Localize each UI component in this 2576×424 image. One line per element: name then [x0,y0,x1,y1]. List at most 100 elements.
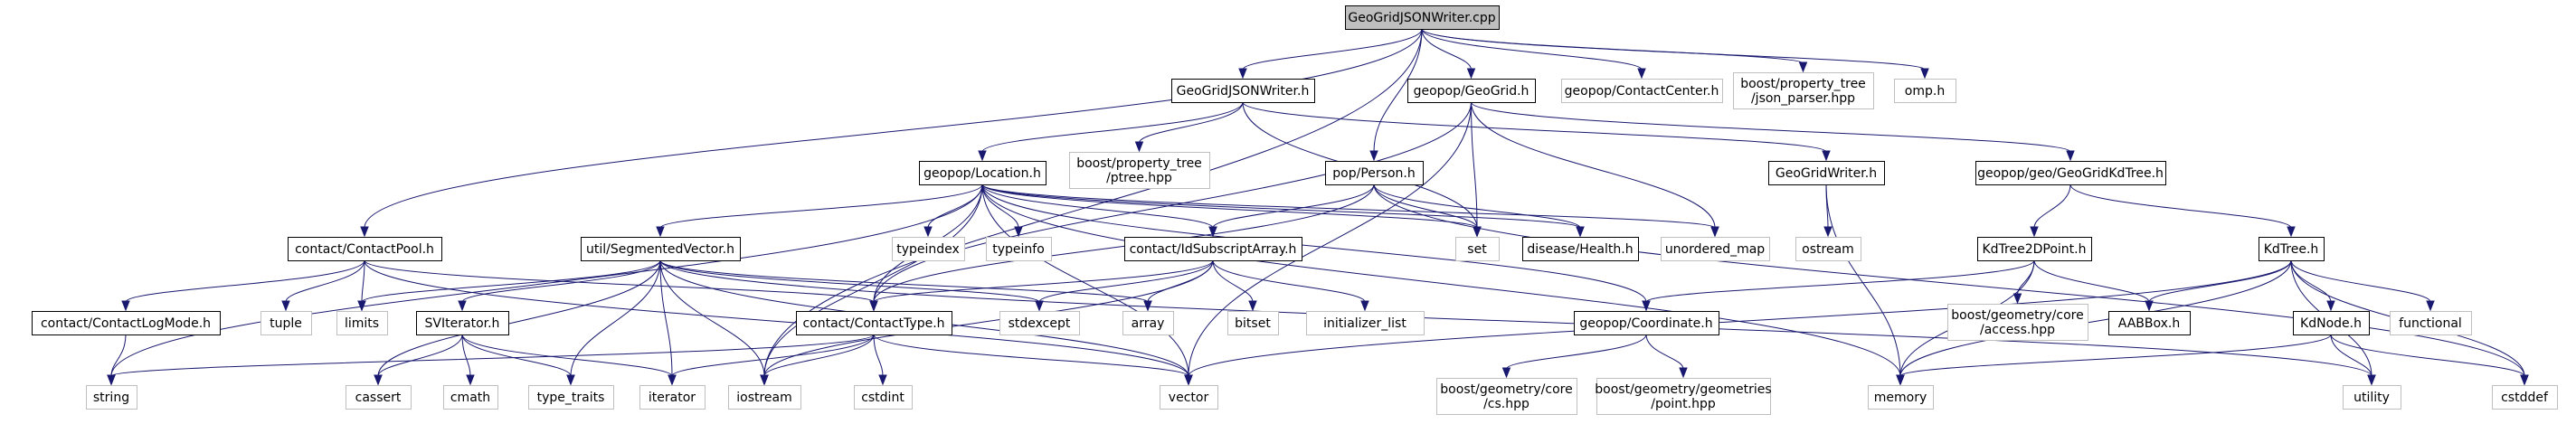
edge-location-h-to-iostream [763,184,983,377]
edge-location-h-to-vector [981,184,1189,377]
edge-segmented-vector-h-to-utility [659,259,2372,377]
edge-id-subscript-array-h-to-stdexcept [1038,259,1214,303]
node-contact-pool-h[interactable]: contact/ContactPool.h [288,237,442,261]
node-box [1227,311,1279,335]
node-box [416,311,509,335]
edge-geo-grid-h-to-vector [1188,101,1472,377]
edge-segmented-vector-h-to-sviterator-h [461,259,661,303]
node-box [1124,237,1302,261]
node-kd-tree-h[interactable]: KdTree.h [2259,237,2325,261]
node-label: SVIterator.h [425,316,500,331]
edge-arrowhead [458,300,467,312]
node-aabbox-h[interactable]: AABBox.h [2108,311,2191,335]
edge-arrowhead [1014,226,1023,238]
nodes-layer: GeoGridJSONWriter.cppGeoGridJSONWriter.h… [32,5,2558,415]
node-label: boost/property_tree [1740,77,1866,91]
node-contact-type-h[interactable]: contact/ContactType.h [796,311,952,335]
node-box [86,385,137,410]
node-box [1574,311,1719,335]
node-label: geopop/Location.h [923,166,1041,181]
edge-arrowhead [2030,226,2039,238]
edge-arrowhead [1710,226,1719,238]
node-label: boost/geometry/geometries [1595,382,1771,397]
edge-arrowhead [878,374,887,386]
edge-geo-grid-kd-tree-h-to-kd-tree2-dpoint-h [2033,184,2071,229]
node-unordered-map: unordered_map [1661,237,1770,261]
node-box [639,385,706,410]
node-contact-log-mode-h[interactable]: contact/ContactLogMode.h [32,311,221,335]
node-geo-grid-kd-tree-h[interactable]: geopop/geo/GeoGridKdTree.h [1975,161,2166,185]
edge-location-h-to-id-subscript-array-h [981,184,1214,229]
edge-contact-pool-h-to-contact-type-h [364,259,875,303]
node-box [2390,311,2472,335]
node-tuple: tuple [260,311,312,335]
node-utility: utility [2343,385,2401,410]
node-typeinfo: typeinfo [986,237,1052,261]
node-geo-grid-h[interactable]: geopop/GeoGrid.h [1407,79,1536,103]
edge-arrowhead [2326,300,2335,312]
node-label: memory [1874,391,1927,405]
node-location-h[interactable]: geopop/Location.h [919,161,1046,185]
edge-location-h-to-coordinate-h [981,184,1647,303]
node-label: geopop/ContactCenter.h [1565,84,1719,99]
node-cstddef: cstddef [2492,385,2558,410]
edge-arrowhead [1466,68,1476,80]
node-label: disease/Health.h [1527,242,1633,257]
node-label: contact/ContactLogMode.h [41,316,211,331]
node-label: geopop/geo/GeoGridKdTree.h [1977,166,2164,181]
edge-arrowhead [107,374,116,386]
edge-contact-pool-h-to-limits [361,259,365,303]
node-label: iostream [736,391,792,405]
node-iostream: iostream [728,385,801,410]
node-initializer-list: initializer_list [1306,311,1425,335]
edge-location-h-to-memory [981,184,1901,377]
node-geo-grid-jsonwriter-h[interactable]: GeoGridJSONWriter.h [1171,79,1315,103]
node-label: contact/ContactType.h [802,316,944,331]
node-set: set [1455,237,1500,261]
edge-arrowhead [1473,226,1482,238]
node-label: array [1132,316,1165,331]
edge-person-h-to-set [1373,184,1478,229]
node-label: initializer_list [1323,316,1406,331]
node-label: unordered_map [1665,242,1765,257]
edge-sviterator-h-to-cassert [377,334,463,377]
node-box [854,385,913,410]
node-box [1975,161,2166,185]
edge-geo-grid-h-to-set [1471,101,1478,229]
node-contact-center-h: geopop/ContactCenter.h [1561,79,1723,103]
edge-arrowhead [1896,374,1905,386]
edge-arrowhead [1798,61,1808,73]
node-health-h[interactable]: disease/Health.h [1522,237,1639,261]
edge-location-h-to-set [981,184,1478,229]
node-kd-tree2-dpoint-h[interactable]: KdTree2DPoint.h [1977,237,2092,261]
edge-arrowhead [869,300,878,312]
edge-location-h-to-typeinfo [981,184,1019,229]
node-root[interactable]: GeoGridJSONWriter.cpp [1345,5,1500,30]
edge-arrowhead [978,150,987,162]
node-segmented-vector-h[interactable]: util/SegmentedVector.h [581,237,741,261]
edge-segmented-vector-h-to-cassert [377,259,661,377]
node-label: boost/geometry/core [1951,308,2083,323]
node-person-h[interactable]: pop/Person.h [1325,161,1424,185]
node-box [1407,79,1536,103]
edge-coordinate-h-to-cs-hpp [1506,334,1647,370]
edge-person-h-to-id-subscript-array-h [1212,184,1375,229]
node-kd-node-h[interactable]: KdNode.h [2293,311,2370,335]
node-box [2293,311,2370,335]
node-label: stdexcept [1009,316,1071,331]
node-geo-grid-writer-h[interactable]: GeoGridWriter.h [1768,161,1885,185]
node-box [443,385,498,410]
node-cassert: cassert [346,385,412,410]
edge-kd-tree-h-to-kd-node-h [2290,259,2332,303]
node-box [892,237,965,261]
node-label: set [1467,242,1487,257]
node-bitset: bitset [1227,311,1279,335]
edge-location-h-to-health-h [981,184,1581,229]
node-coordinate-h[interactable]: geopop/Coordinate.h [1574,311,1719,335]
edge-contact-pool-h-to-vector [364,259,1189,377]
node-label: GeoGridWriter.h [1776,166,1877,181]
node-ptree: boost/property_tree/ptree.hpp [1069,152,1210,189]
node-label: type_traits [537,391,605,405]
node-sviterator-h[interactable]: SVIterator.h [416,311,509,335]
node-id-subscript-array-h[interactable]: contact/IdSubscriptArray.h [1124,237,1302,261]
